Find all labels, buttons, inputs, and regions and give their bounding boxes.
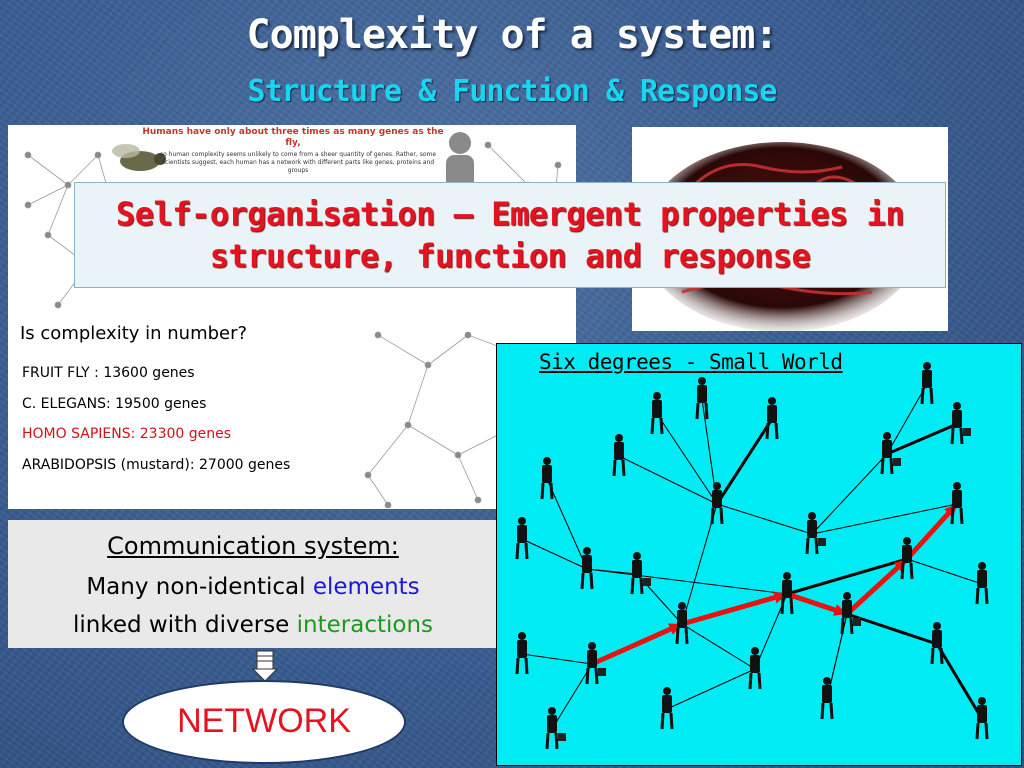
small-world-network	[515, 362, 989, 750]
person-icon	[805, 512, 826, 555]
person-icon	[780, 572, 794, 615]
network-link	[666, 668, 756, 710]
network-link	[886, 383, 928, 455]
person-icon	[950, 482, 964, 525]
article-body: so human complexity seems unlikely to co…	[159, 151, 437, 174]
network-link	[906, 558, 983, 585]
person-icon	[820, 677, 834, 720]
network-link	[715, 418, 774, 505]
gene-count-fruit-fly: FRUIT FLY : 13600 genes	[22, 365, 195, 381]
person-icon	[840, 592, 861, 635]
person-icon	[975, 562, 989, 605]
network-link	[656, 413, 718, 505]
network-link	[618, 455, 718, 505]
network-link	[811, 453, 888, 535]
communication-title: Communication system:	[107, 532, 399, 560]
person-icon	[545, 707, 566, 750]
small-world-panel: Six degrees - Small World	[496, 343, 1022, 766]
network-link	[521, 653, 593, 665]
fly-icon	[112, 144, 166, 171]
person-icon	[880, 432, 901, 475]
gene-count-homo-sapiens: HOMO SAPIENS: 23300 genes	[22, 426, 232, 442]
communication-box: Communication system: Many non-identical…	[8, 520, 498, 648]
person-icon	[515, 632, 529, 675]
communication-line-1-text: Many non-identical	[86, 574, 313, 600]
elements-keyword: elements	[312, 574, 420, 600]
communication-line-2-text: linked with diverse	[72, 612, 297, 638]
person-icon	[675, 602, 689, 645]
person-icon	[650, 392, 664, 435]
network-link	[811, 503, 958, 535]
network-link	[681, 623, 756, 670]
network-link	[681, 503, 718, 625]
callout-line-1: Self-organisation – Emergent properties …	[115, 195, 905, 233]
article-heading: Humans have only about three times as ma…	[142, 127, 444, 148]
person-icon	[765, 397, 779, 440]
slide-subtitle: Structure & Function & Response	[247, 74, 778, 109]
communication-line-1: Many non-identical elements	[8, 574, 498, 600]
network-link	[846, 612, 938, 646]
shortest-path-link	[590, 621, 684, 667]
communication-line-2: linked with diverse interactions	[8, 612, 498, 638]
person-icon	[515, 517, 529, 560]
person-icon	[920, 362, 934, 405]
small-world-title: Six degrees - Small World	[539, 350, 843, 374]
callout-line-2: structure, function and response	[209, 237, 811, 275]
gene-count-c-elegans: C. ELEGANS: 19500 genes	[22, 396, 207, 412]
gene-count-arabidopsis: ARABIDOPSIS (mustard): 27000 genes	[22, 457, 291, 473]
network-link	[521, 538, 588, 570]
person-icon	[540, 457, 554, 500]
down-arrow-icon	[252, 650, 278, 682]
person-icon	[748, 647, 762, 690]
network-label: NETWORK	[122, 680, 406, 764]
network-link	[586, 568, 638, 575]
self-organisation-callout: Self-organisation – Emergent properties …	[74, 182, 946, 288]
person-icon	[695, 377, 709, 420]
network-link	[546, 478, 588, 570]
person-icon	[930, 622, 944, 665]
person-icon	[900, 537, 914, 580]
person-icon	[630, 552, 651, 595]
interactions-keyword: interactions	[296, 612, 434, 638]
network-link	[935, 643, 984, 720]
person-icon	[710, 482, 724, 525]
network-link	[716, 503, 813, 535]
complexity-question: Is complexity in number?	[20, 323, 248, 344]
network-link	[886, 422, 958, 456]
network-link	[786, 557, 908, 596]
network-link	[551, 663, 593, 730]
slide-title: Complexity of a system:	[246, 12, 779, 58]
person-icon	[585, 642, 606, 685]
person-icon	[975, 697, 989, 740]
person-icon	[950, 402, 971, 445]
person-icon	[612, 434, 626, 477]
person-icon	[580, 547, 594, 590]
network-link	[586, 568, 788, 595]
shortest-path-link	[681, 591, 788, 627]
shortest-path-link	[845, 557, 909, 616]
person-icon	[660, 687, 674, 730]
